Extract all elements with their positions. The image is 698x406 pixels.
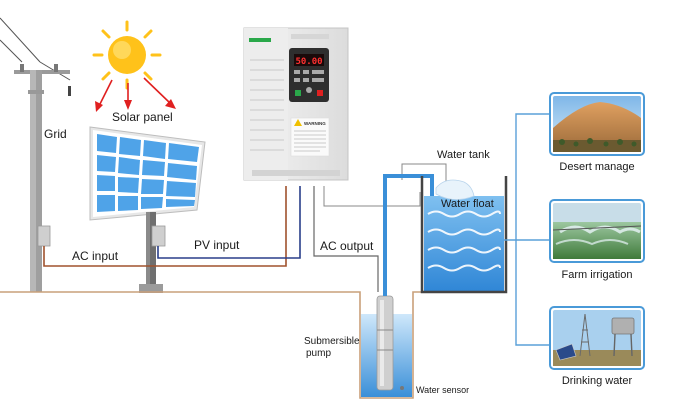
pv-input-wire bbox=[157, 186, 301, 259]
grid-pole bbox=[0, 17, 71, 292]
grid-label: Grid bbox=[44, 127, 67, 141]
ac-input-label: AC input bbox=[72, 249, 119, 263]
submersible-pump bbox=[376, 295, 394, 391]
drinking-water-photo bbox=[549, 306, 645, 370]
sun-arrows bbox=[95, 77, 176, 112]
inverter-display: 50.00 bbox=[295, 57, 322, 67]
submersible-pump-label-2: pump bbox=[306, 348, 331, 359]
farm-irrigation-photo bbox=[549, 199, 645, 263]
inverter: 50.00 WARNING bbox=[243, 27, 349, 181]
water-sensor-icon bbox=[400, 386, 404, 390]
submersible-pump-label-1: Submersible bbox=[304, 336, 360, 347]
water-sensor-label: Water sensor bbox=[416, 385, 469, 395]
sun-icon bbox=[92, 20, 162, 90]
ac-output-label: AC output bbox=[320, 239, 374, 253]
water-pipe bbox=[383, 174, 434, 296]
pv-input-label: PV input bbox=[194, 238, 240, 252]
water-tank bbox=[420, 176, 508, 294]
sensor-wire bbox=[323, 186, 421, 207]
ac-input-wire bbox=[43, 186, 287, 267]
ac-output-wire bbox=[313, 186, 379, 292]
solar-panel bbox=[89, 126, 206, 293]
water-float-label: Water float bbox=[441, 198, 494, 210]
float-wire bbox=[401, 163, 447, 188]
desert-manage-label: Desert manage bbox=[559, 161, 634, 173]
solar-panel-label: Solar panel bbox=[112, 110, 173, 124]
desert-manage-photo bbox=[549, 92, 645, 156]
ground-line bbox=[0, 291, 500, 399]
inverter-warning-title: WARNING bbox=[304, 121, 326, 126]
water-tank-label: Water tank bbox=[437, 149, 490, 161]
farm-irrigation-label: Farm irrigation bbox=[562, 269, 633, 281]
drinking-water-label: Drinking water bbox=[562, 375, 633, 387]
application-bracket bbox=[504, 113, 550, 241]
